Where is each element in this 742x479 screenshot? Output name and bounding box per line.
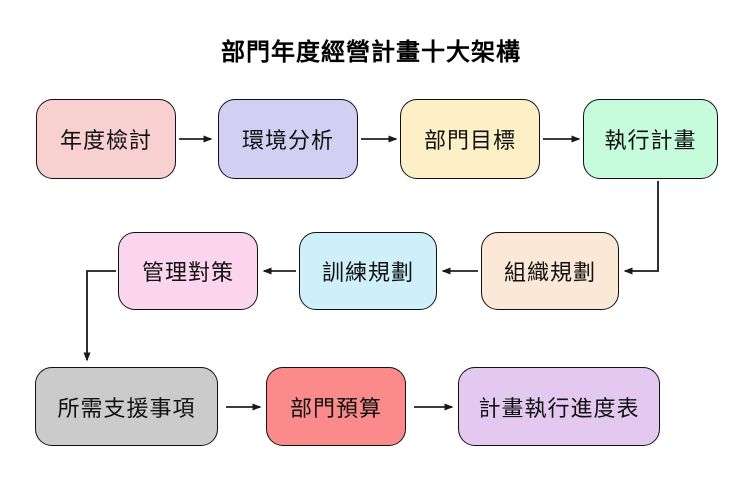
node-required-support: 所需支援事項 [35, 367, 218, 446]
node-annual-review: 年度檢討 [36, 99, 176, 179]
node-organization-plan: 組織規劃 [481, 232, 619, 310]
node-environment-analysis: 環境分析 [218, 99, 358, 179]
node-execution-schedule: 計畫執行進度表 [458, 367, 660, 446]
arrow-management-measures-to-required-support [83, 270, 116, 362]
arrow-execution-plan-to-organization-plan [623, 181, 659, 275]
node-department-budget: 部門預算 [266, 367, 406, 446]
node-training-plan: 訓練規劃 [299, 232, 437, 310]
node-department-goals: 部門目標 [400, 99, 540, 179]
page-title: 部門年度經營計畫十大架構 [221, 39, 521, 66]
node-execution-plan: 執行計畫 [583, 99, 718, 179]
node-management-measures: 管理對策 [118, 232, 258, 310]
